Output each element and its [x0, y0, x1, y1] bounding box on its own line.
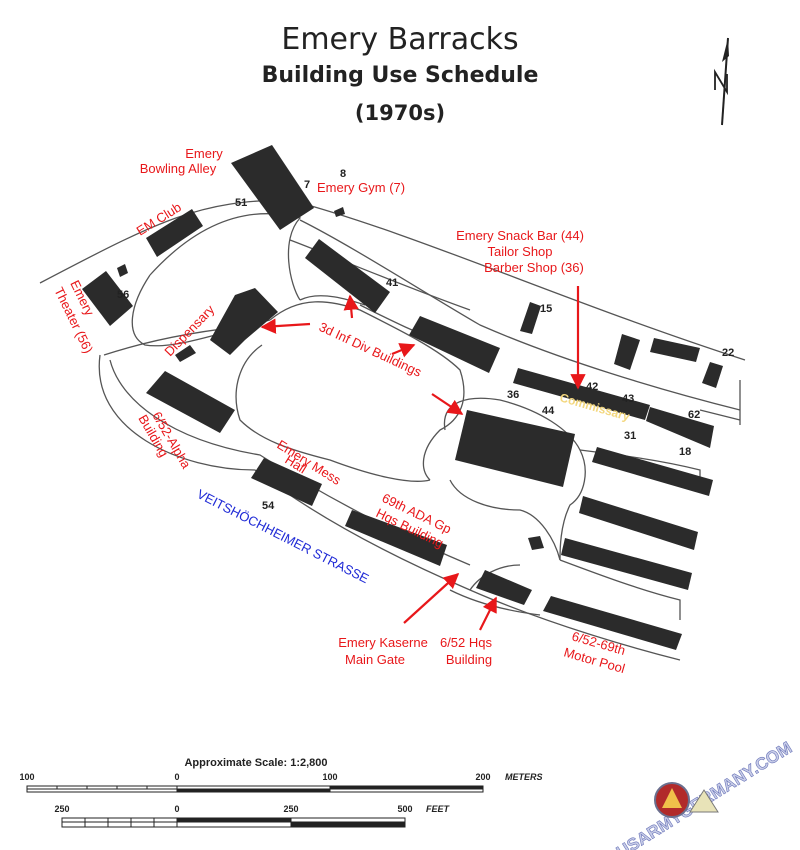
building-number: 8	[340, 168, 346, 180]
arrow-3d-inf-dispensary	[260, 318, 311, 334]
scale-feet-unit: FEET	[426, 804, 451, 814]
label-bowling-2: Bowling Alley	[140, 161, 217, 176]
building-62	[646, 407, 714, 448]
arrow-3d-inf-up	[343, 294, 359, 319]
map-period: (1970s)	[354, 101, 446, 125]
label-barber: Barber Shop (36)	[484, 260, 584, 275]
building-18-c	[561, 538, 692, 590]
scale-meters-tick: 100	[19, 772, 34, 782]
scale-feet-tick: 0	[174, 804, 179, 814]
building-number: 56	[117, 289, 129, 301]
arrow-3d-inf-right	[391, 343, 416, 358]
usarmygermany-logo: USARMYGERMANY.COM	[613, 738, 796, 850]
building-motor-pool	[543, 596, 682, 650]
building-gym	[334, 207, 345, 217]
scale-feet-tick: 250	[54, 804, 69, 814]
building-number: 43	[622, 393, 634, 405]
building-22-b	[650, 338, 700, 362]
scale-meters-tick: 200	[475, 772, 490, 782]
north-arrow-icon	[714, 37, 729, 126]
building-number: 51	[235, 197, 247, 209]
label-gate-1: Emery Kaserne	[338, 635, 428, 650]
building-3d-inf	[409, 316, 500, 373]
label-gym: Emery Gym (7)	[317, 180, 405, 195]
building-number: 31	[624, 430, 636, 442]
building-number: 54	[262, 500, 275, 512]
arrow-hqs	[479, 596, 497, 631]
building-em-club	[146, 209, 203, 257]
building-number: 15	[540, 303, 552, 315]
scale-meters-tick: 100	[322, 772, 337, 782]
building-small-2	[528, 536, 544, 550]
building-number: 7	[304, 179, 310, 191]
scale-meters-unit: METERS	[505, 772, 543, 782]
scale-bar: Approximate Scale: 1:2,800 100 0 100 200…	[19, 757, 543, 828]
building-41	[305, 239, 390, 313]
building-18-a	[592, 447, 713, 496]
building-number: 36	[507, 389, 519, 401]
arrow-main-gate	[403, 572, 460, 624]
label-hqs-2: Building	[446, 652, 492, 667]
scale-meters-tick: 0	[174, 772, 179, 782]
street-label: VEITSHÖCHHEIMER STRASSE	[195, 486, 372, 586]
building-hqs	[476, 570, 532, 605]
label-gate-2: Main Gate	[345, 652, 405, 667]
building-54	[251, 458, 322, 506]
scale-title: Approximate Scale: 1:2,800	[184, 757, 327, 769]
building-number: 22	[722, 347, 734, 359]
building-69-ada	[345, 510, 447, 566]
building-bowling-alley	[231, 145, 314, 230]
label-bowling-1: Emery	[185, 146, 223, 161]
building-dispensary-annex	[175, 345, 196, 362]
annotation-arrows	[260, 286, 586, 631]
building-alpha	[146, 371, 235, 433]
building-small-1	[117, 264, 128, 277]
scale-feet-tick: 500	[397, 804, 412, 814]
label-tailor: Tailor Shop	[487, 244, 552, 259]
building-number: 62	[688, 409, 700, 421]
building-22-a	[614, 334, 640, 370]
building-22-c	[702, 362, 723, 388]
building-15	[520, 302, 541, 334]
building-18-b	[579, 496, 698, 550]
building-theater	[82, 271, 133, 326]
building-number: 44	[542, 405, 555, 417]
label-hqs-1: 6/52 Hqs	[440, 635, 493, 650]
building-44	[455, 410, 575, 487]
building-commissary	[513, 368, 650, 420]
label-snack-bar: Emery Snack Bar (44)	[456, 228, 584, 243]
building-number: 18	[679, 446, 691, 458]
building-number: 42	[586, 381, 598, 393]
map-subtitle: Building Use Schedule	[261, 63, 539, 88]
building-dispensary	[210, 288, 278, 355]
map-title: Emery Barracks	[281, 22, 519, 57]
building-number: 41	[386, 277, 398, 289]
buildings	[82, 145, 723, 650]
scale-feet-tick: 250	[283, 804, 298, 814]
arrow-3d-inf-down	[431, 393, 464, 415]
